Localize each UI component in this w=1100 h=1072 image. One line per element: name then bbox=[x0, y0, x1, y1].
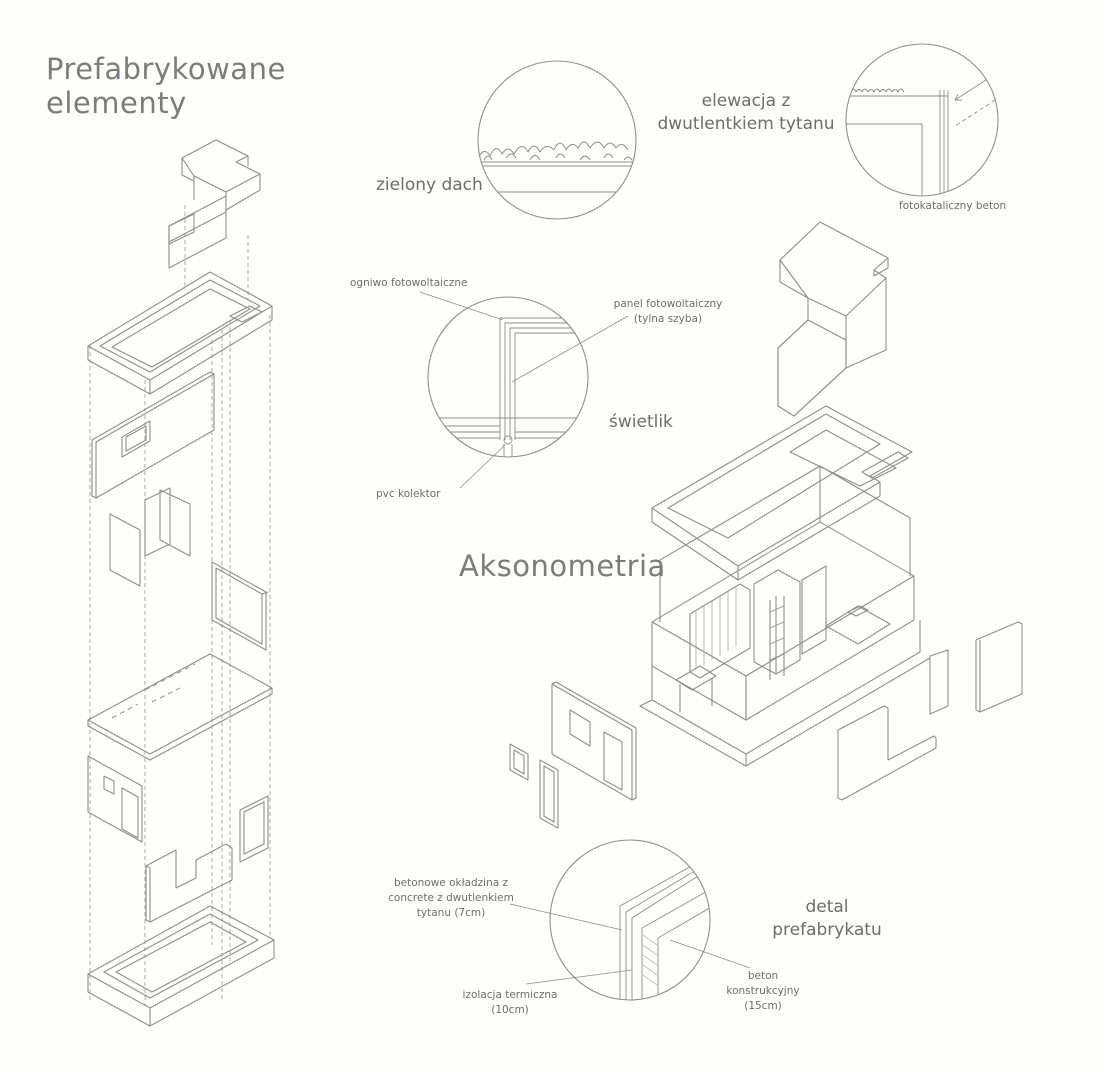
elevation-detail bbox=[845, 43, 999, 197]
green-roof-detail bbox=[477, 60, 637, 220]
guide-lines bbox=[89, 205, 271, 1005]
label-green-roof: zielony dach bbox=[376, 175, 483, 195]
label-insulation: izolacja termiczna (10cm) bbox=[462, 989, 558, 1017]
axono-walls bbox=[509, 621, 1023, 829]
side-window-panel bbox=[211, 561, 269, 651]
glass-panels bbox=[109, 487, 191, 587]
label-photocatalytic: fotokataliczny beton bbox=[899, 200, 1007, 212]
label-skylight: świetlik bbox=[609, 412, 673, 432]
axonometry-house bbox=[509, 221, 1023, 829]
label-structural: beton konstrukcyjny (15cm) bbox=[726, 970, 800, 1013]
prefab-detail bbox=[549, 839, 711, 1001]
axono-l-block bbox=[777, 221, 889, 417]
label-cladding: betonowe okładzina z concrete z dwutlenk… bbox=[388, 877, 514, 920]
prefab-title: Prefabrykowane elementy bbox=[46, 52, 286, 121]
u-shaped-panel bbox=[145, 843, 233, 923]
axonometry-title: Aksonometria bbox=[459, 549, 666, 583]
top-l-element bbox=[168, 139, 261, 269]
label-detail: detal prefabrykatu bbox=[772, 897, 882, 940]
base-tray bbox=[87, 905, 275, 1027]
label-pv-cell: ogniwo fotowoltaiczne bbox=[350, 277, 468, 289]
exploded-tower bbox=[87, 139, 275, 1027]
label-elevation: elewacja z dwutlentkiem tytanu bbox=[657, 91, 835, 134]
lower-wall-panel bbox=[87, 755, 143, 843]
axono-roof-frame bbox=[651, 405, 913, 581]
label-pv-panel: panel fotowoltaiczny (tylna szyba) bbox=[613, 298, 723, 326]
axono-main-box bbox=[639, 465, 931, 767]
floor-slab bbox=[87, 653, 273, 761]
leader-lines bbox=[419, 291, 751, 985]
lower-side-panel bbox=[239, 795, 269, 863]
skylight-detail bbox=[427, 296, 589, 458]
upper-wall-panel bbox=[91, 371, 215, 499]
label-pvc: pvc kolektor bbox=[376, 488, 441, 500]
roof-slab bbox=[87, 271, 273, 395]
